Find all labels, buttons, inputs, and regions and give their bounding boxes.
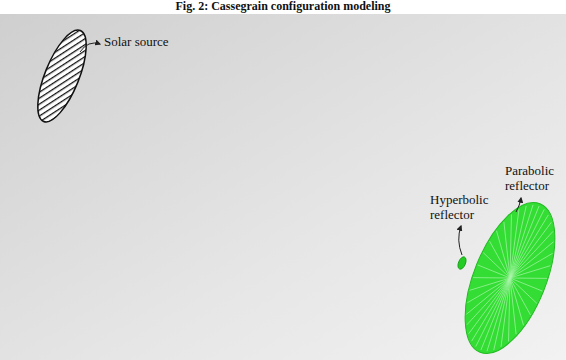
leader-line xyxy=(459,226,462,255)
dish-rib xyxy=(472,278,510,341)
dish-rib xyxy=(470,278,510,290)
hyperbolic-reflector xyxy=(456,256,467,271)
dish-rib xyxy=(510,278,542,291)
part-label: Parabolic reflector xyxy=(505,163,563,193)
dish-rib xyxy=(473,277,510,278)
dish-rib xyxy=(510,215,548,278)
part-label: Hyperbolic reflector xyxy=(430,192,500,222)
solar-source xyxy=(28,24,96,128)
dish-rib xyxy=(467,278,510,303)
dish-rib xyxy=(496,231,510,278)
dish-rib xyxy=(510,206,539,278)
figure-title: Fig. 2: Cassegrain configuration modelin… xyxy=(0,0,566,13)
dish-rib xyxy=(469,278,510,334)
dish-rib xyxy=(504,222,510,278)
leader-line xyxy=(80,43,100,52)
part-label: Solar source xyxy=(104,34,194,49)
dish-rib xyxy=(510,253,553,278)
dish-rib xyxy=(510,278,547,279)
dish-rib xyxy=(478,265,510,278)
dish-rib xyxy=(510,231,553,278)
leader-line xyxy=(516,198,521,212)
dish-rib xyxy=(481,278,510,350)
dish-rib xyxy=(510,266,550,278)
dish-rib xyxy=(510,278,524,325)
dish-rib xyxy=(467,278,510,325)
dish-rib xyxy=(510,222,551,278)
dish-rib xyxy=(510,278,537,303)
dish-rib xyxy=(483,253,510,278)
dish-rib xyxy=(510,278,516,334)
dish-rib xyxy=(467,278,510,314)
dish-rib xyxy=(510,242,553,278)
